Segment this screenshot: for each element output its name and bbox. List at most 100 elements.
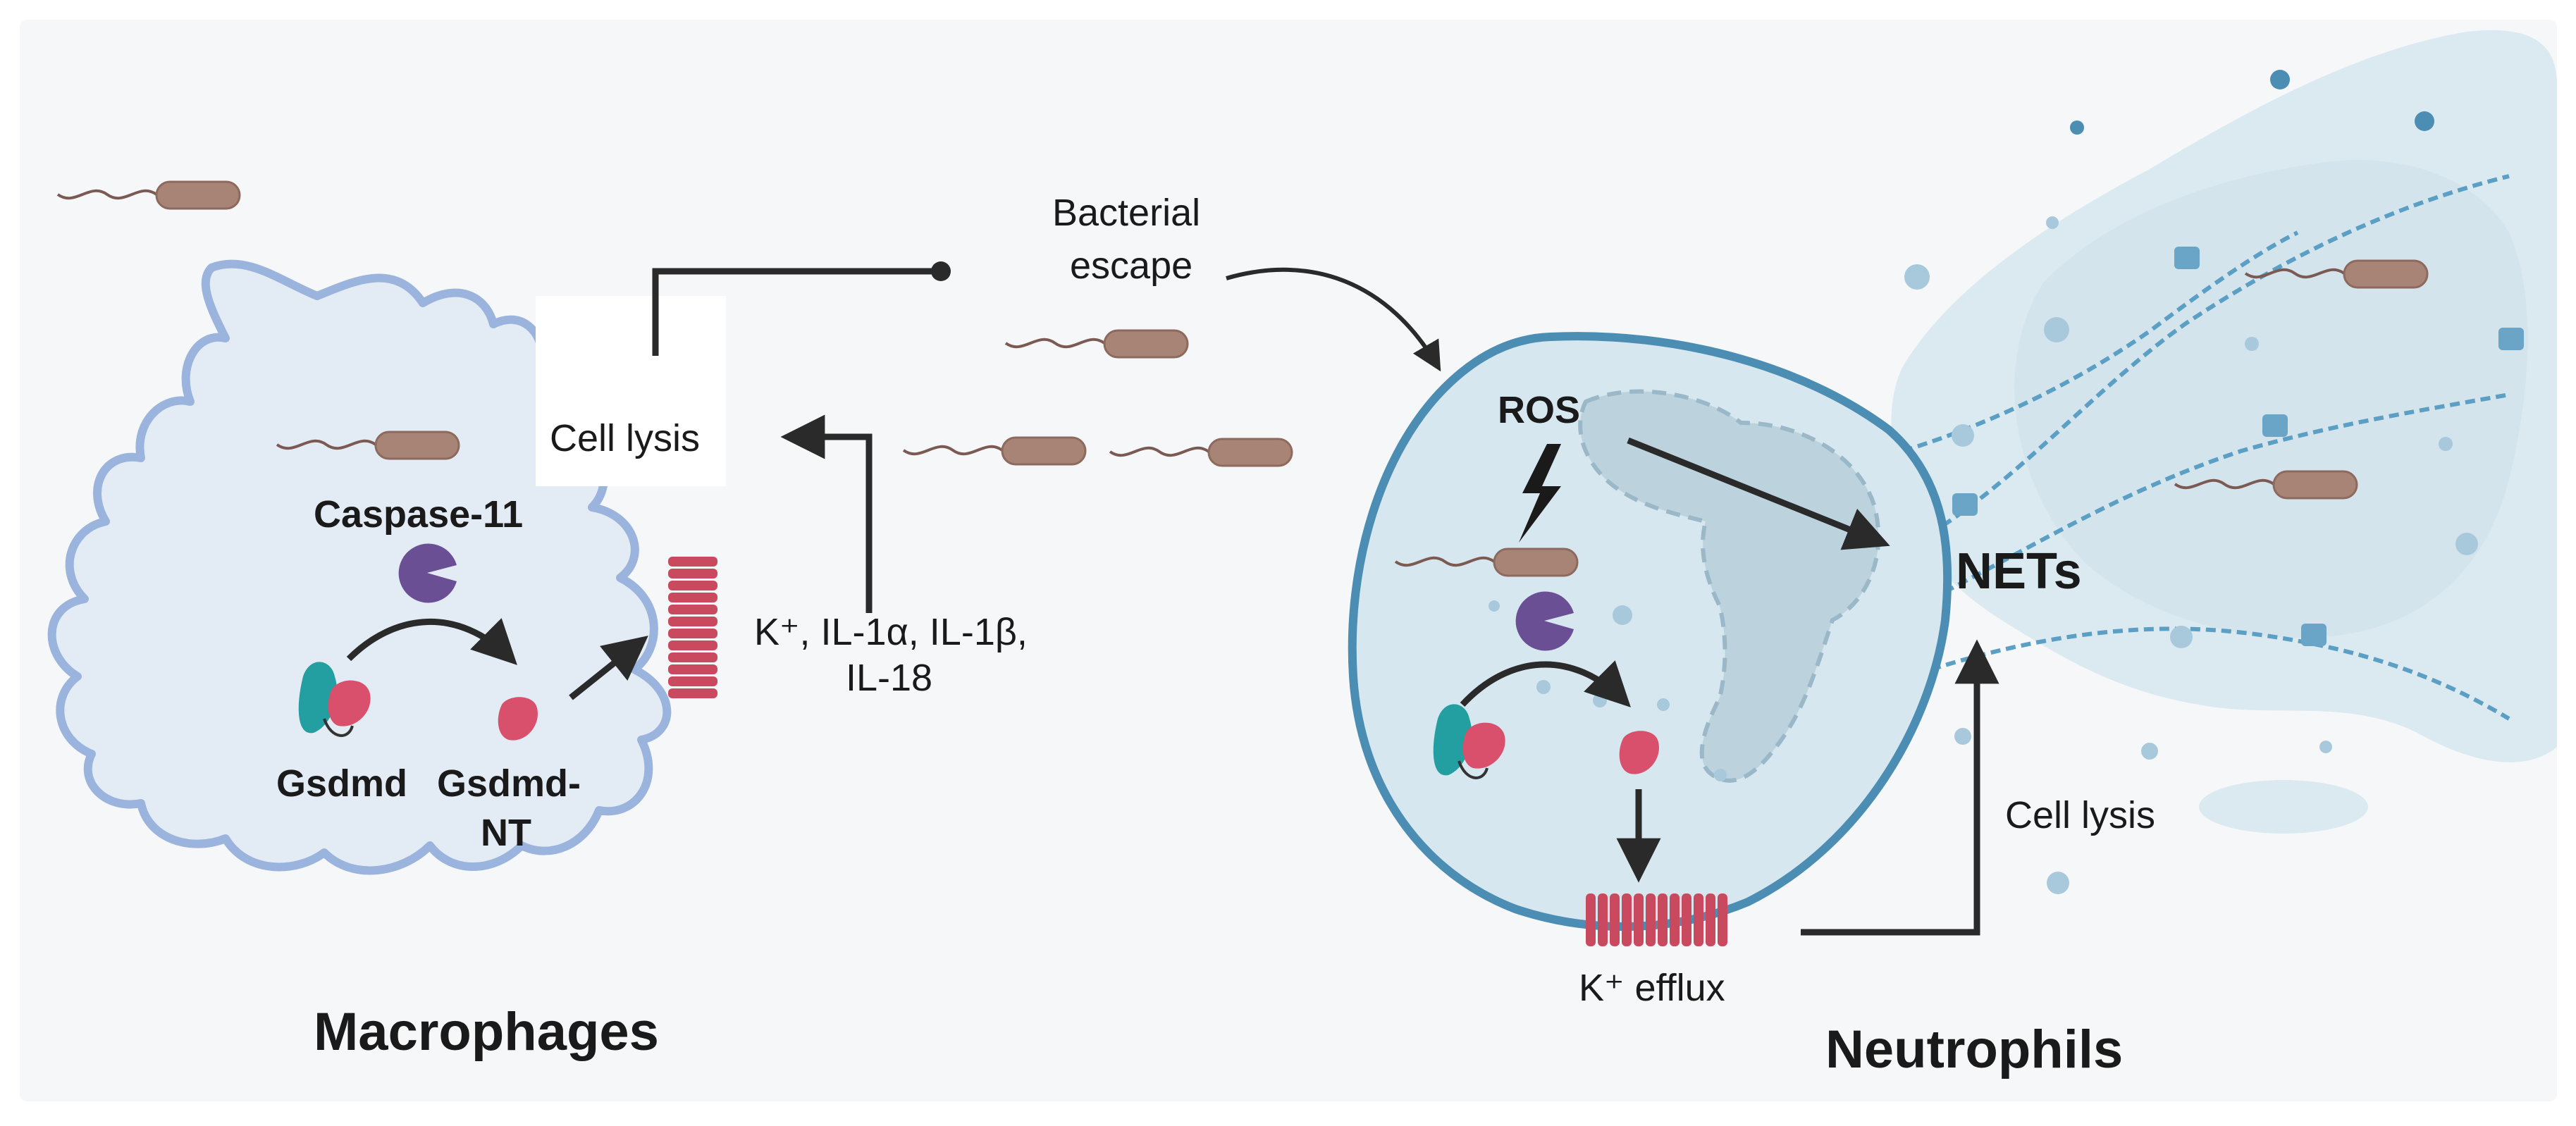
pore-subunit bbox=[668, 581, 717, 590]
bacterium-flagellum bbox=[1004, 338, 1106, 349]
pore-subunit bbox=[1622, 893, 1632, 946]
pore-subunit bbox=[1598, 893, 1608, 946]
granule bbox=[2245, 337, 2259, 351]
neutrophils-title: Neutrophils bbox=[1825, 1020, 2123, 1079]
pore-subunit bbox=[1718, 893, 1727, 946]
pore-subunit bbox=[1706, 893, 1715, 946]
bacterium-flagellum bbox=[2244, 268, 2346, 279]
granule bbox=[2070, 120, 2084, 135]
pore-subunit bbox=[1610, 893, 1620, 946]
nucleosome bbox=[1952, 493, 1978, 516]
bacterium bbox=[2343, 259, 2429, 289]
granule bbox=[2455, 533, 2478, 555]
granule bbox=[2415, 111, 2434, 131]
inhibition-line bbox=[652, 268, 941, 356]
granule bbox=[1714, 769, 1727, 781]
bacterial-escape-label-line2: escape bbox=[1070, 245, 1193, 287]
bacterium bbox=[374, 431, 460, 460]
pore-subunit bbox=[1694, 893, 1703, 946]
gsdmd-nt-label-line1: Gsdmd- bbox=[437, 762, 581, 805]
bacterium bbox=[1493, 547, 1579, 577]
gsdmd-pore-icon bbox=[668, 557, 717, 698]
nucleosome bbox=[2498, 328, 2524, 350]
k-efflux-label: K⁺ efflux bbox=[1579, 967, 1725, 1009]
bacterium bbox=[2272, 470, 2358, 500]
granule bbox=[1904, 264, 1930, 290]
granule bbox=[2319, 741, 2332, 753]
granule bbox=[2044, 317, 2069, 342]
pore-subunit bbox=[668, 557, 717, 567]
bacterium bbox=[1103, 329, 1189, 359]
granule bbox=[1657, 698, 1670, 711]
pore-subunit bbox=[1658, 893, 1668, 946]
pore-subunit bbox=[668, 569, 717, 579]
pore-subunit bbox=[668, 688, 717, 698]
release-arrow bbox=[780, 414, 873, 613]
inhibition-end bbox=[931, 261, 951, 281]
bacterium-flagellum bbox=[276, 439, 377, 450]
bacterium bbox=[1207, 438, 1293, 467]
pore-subunit bbox=[668, 676, 717, 686]
bacterium-flagellum bbox=[1109, 446, 1210, 457]
granule bbox=[2046, 216, 2059, 229]
neutrophil-cell-lysis-label: Cell lysis bbox=[2005, 794, 2155, 836]
cleavage-arrow bbox=[1460, 660, 1631, 707]
granule bbox=[1952, 424, 1974, 447]
pore-subunit bbox=[1586, 893, 1596, 946]
gsdmd-pore-icon bbox=[1586, 893, 1727, 946]
release-label-line1: K⁺, IL-1α, IL-1β, bbox=[754, 611, 1028, 653]
dna-strand bbox=[1902, 174, 2510, 552]
pore-subunit bbox=[668, 641, 717, 650]
nucleosome bbox=[2262, 414, 2288, 437]
caspase-11-icon bbox=[398, 543, 457, 603]
pore-subunit bbox=[668, 652, 717, 662]
ros-label: ROS bbox=[1498, 389, 1580, 431]
granule bbox=[1593, 693, 1607, 707]
gsdmd-nt-icon bbox=[498, 697, 538, 741]
bacterium-flagellum bbox=[902, 445, 1004, 456]
granule bbox=[1954, 728, 1971, 745]
dna-strand bbox=[1916, 392, 2510, 608]
bacterium-flagellum bbox=[56, 189, 158, 200]
granule bbox=[1536, 680, 1551, 694]
ros-to-nets-arrow bbox=[1627, 437, 1890, 550]
pore-subunit bbox=[1634, 893, 1644, 946]
granule bbox=[2270, 70, 2290, 89]
granule bbox=[2047, 872, 2069, 894]
nucleosome bbox=[2301, 624, 2327, 646]
pore-formation-arrow bbox=[569, 636, 648, 700]
bacteria-layer bbox=[56, 180, 2429, 577]
pore-subunit bbox=[668, 617, 717, 626]
nucleosome bbox=[2174, 247, 2200, 269]
pore-subunit bbox=[1670, 893, 1680, 946]
pore-subunit bbox=[668, 664, 717, 674]
pore-subunit bbox=[668, 629, 717, 638]
dna-strand bbox=[1902, 230, 2299, 453]
bacterium bbox=[155, 180, 241, 210]
cell-lysis-arrow bbox=[1801, 639, 1999, 936]
granule bbox=[2170, 626, 2193, 648]
bacterial-escape-label-line1: Bacterial bbox=[1052, 192, 1200, 234]
macrophages-title: Macrophages bbox=[314, 1002, 659, 1062]
macrophage-cell-lysis-label: Cell lysis bbox=[550, 417, 700, 459]
nets-label: NETs bbox=[1956, 543, 2082, 600]
pore-subunit bbox=[668, 605, 717, 614]
net-cloud-fragment bbox=[2199, 780, 2368, 834]
pore-subunit bbox=[1682, 893, 1691, 946]
bacterial-escape-arrow bbox=[1226, 267, 1441, 372]
pore-subunit bbox=[668, 593, 717, 602]
bacterium bbox=[1001, 436, 1087, 466]
bacterium-flagellum bbox=[2174, 478, 2275, 490]
release-label-line2: IL-18 bbox=[846, 657, 932, 699]
pore-subunit bbox=[1646, 893, 1656, 946]
gsdmd-icon bbox=[1433, 704, 1505, 779]
cleavage-arrow bbox=[346, 618, 517, 665]
lightning-bolt-icon bbox=[1519, 444, 1561, 543]
granule bbox=[1613, 605, 1632, 625]
granule bbox=[2141, 743, 2158, 760]
neutrophil-nucleus bbox=[1578, 389, 1881, 783]
gsdmd-nt-icon bbox=[1619, 731, 1659, 774]
gsdmd-nt-label-line2: NT bbox=[481, 812, 531, 854]
